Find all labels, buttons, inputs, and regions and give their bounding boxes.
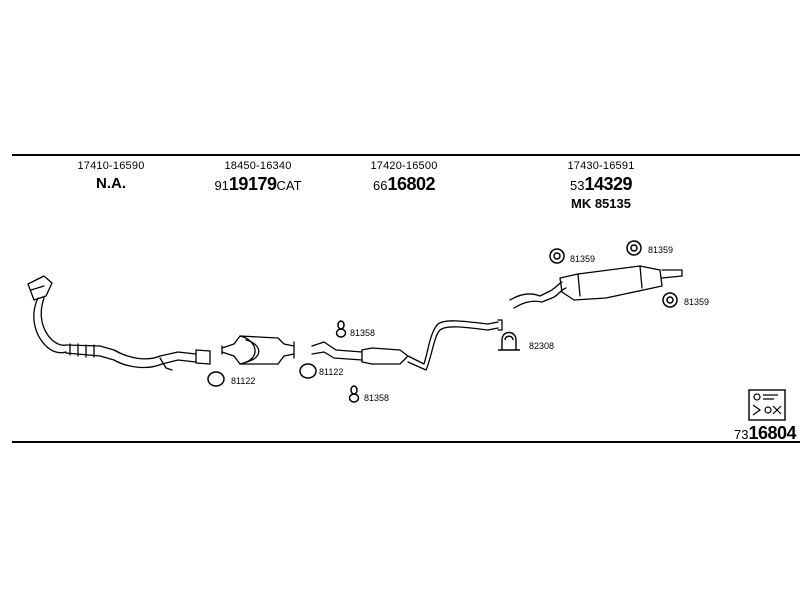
- part-prefix: 66: [372, 178, 388, 193]
- part-number: 9119179CAT: [178, 174, 338, 195]
- part-number: 6616802: [324, 174, 484, 195]
- not-available-label: N.A.: [96, 175, 126, 192]
- oem-number: 17410-16590: [77, 160, 145, 172]
- part-prefix: 91: [214, 178, 229, 193]
- callout-label: 81359: [648, 245, 673, 255]
- kit-prefix: 73: [733, 427, 749, 442]
- bottom-rule: [12, 441, 800, 443]
- middle-silencer: [311, 319, 503, 371]
- oem-number: 17420-16500: [370, 160, 438, 172]
- part-main: 14329: [584, 174, 633, 194]
- hanger-icon: [335, 320, 347, 338]
- rubber-mount-icon: [662, 292, 678, 308]
- callout-label: 81359: [570, 254, 595, 264]
- callout-label: 81358: [350, 328, 375, 338]
- front-pipe: [27, 275, 211, 371]
- top-rule: [12, 154, 800, 156]
- column-rear-silencer: 17430-16591 5314329 MK 85135: [521, 160, 681, 211]
- callout-label: 82308: [529, 341, 554, 351]
- part-suffix: CAT: [276, 178, 302, 193]
- part-main: 19179: [228, 174, 277, 194]
- kit-part-number: 7316804: [733, 423, 797, 444]
- rear-silencer: [509, 265, 683, 309]
- catalytic-converter: [221, 335, 295, 365]
- oem-number: 17430-16591: [567, 160, 635, 172]
- kit-main: 16804: [748, 423, 796, 443]
- clamp-icon: [498, 331, 520, 351]
- gasket-ring-icon: [299, 363, 317, 379]
- column-middle-silencer: 17420-16500 6616802: [324, 160, 484, 195]
- part-prefix: 53: [569, 178, 585, 193]
- part-main: 16802: [387, 174, 436, 194]
- hanger-icon: [348, 385, 360, 403]
- oem-number: 18450-16340: [224, 160, 292, 172]
- mounting-kit-number: MK 85135: [571, 196, 631, 211]
- callout-label: 81359: [684, 297, 709, 307]
- rubber-mount-icon: [549, 248, 565, 264]
- rubber-mount-icon: [626, 240, 642, 256]
- column-catalytic-converter: 18450-16340 9119179CAT: [178, 160, 338, 195]
- mounting-kit-icon: [748, 389, 786, 421]
- part-number: 5314329: [521, 174, 681, 195]
- gasket-ring-icon: [207, 371, 225, 387]
- callout-label: 81122: [319, 367, 343, 377]
- callout-label: 81358: [364, 393, 389, 403]
- column-front-pipe: 17410-16590 N.A.: [31, 160, 191, 192]
- callout-label: 81122: [231, 376, 255, 386]
